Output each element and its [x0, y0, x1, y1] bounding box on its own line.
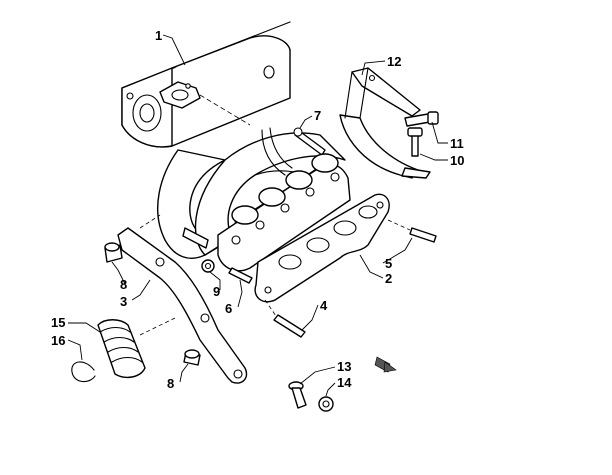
- callout-10: 10: [450, 153, 464, 168]
- exhaust-manifold: [182, 153, 351, 272]
- callout-8-lower: 8: [167, 376, 174, 391]
- callout-9: 9: [213, 284, 220, 299]
- bracket-bolt-upper: [104, 242, 123, 263]
- callout-1: 1: [155, 28, 162, 43]
- manifold-gasket: [254, 193, 390, 303]
- callout-5: 5: [385, 256, 392, 271]
- retaining-ring: [71, 361, 96, 383]
- callout-2: 2: [385, 271, 392, 286]
- stud-4: [264, 299, 306, 338]
- callout-6: 6: [225, 301, 232, 316]
- stud-5: [387, 219, 437, 243]
- leader-lines: [67, 34, 448, 397]
- callout-7: 7: [314, 108, 321, 123]
- bolt-13: [288, 381, 307, 409]
- nut-14: [318, 396, 334, 412]
- callout-11: 11: [450, 136, 464, 151]
- muffler-assembly: [121, 21, 346, 259]
- bracket-bolt-lower: [183, 349, 201, 366]
- stud-6: [228, 267, 253, 284]
- callout-15: 15: [51, 315, 65, 330]
- callout-12: 12: [387, 54, 401, 69]
- callout-13: 13: [337, 359, 351, 374]
- callout-labels: 1 2 3 4 5 6 7 8 8 9 10 11 12 13 14 15 16: [51, 28, 464, 391]
- heat-shield-bracket: [339, 67, 431, 179]
- stud-7: [293, 127, 326, 156]
- spring-coupler: [97, 317, 176, 379]
- callout-16: 16: [51, 333, 65, 348]
- callout-14: 14: [337, 375, 352, 390]
- front-direction-arrow-icon: [374, 356, 397, 373]
- nut-9: [201, 259, 215, 273]
- callout-8-upper: 8: [120, 277, 127, 292]
- callout-4: 4: [320, 298, 328, 313]
- callout-3: 3: [120, 294, 127, 309]
- bracket-bolts: [404, 111, 439, 157]
- mounting-bracket: [117, 214, 248, 384]
